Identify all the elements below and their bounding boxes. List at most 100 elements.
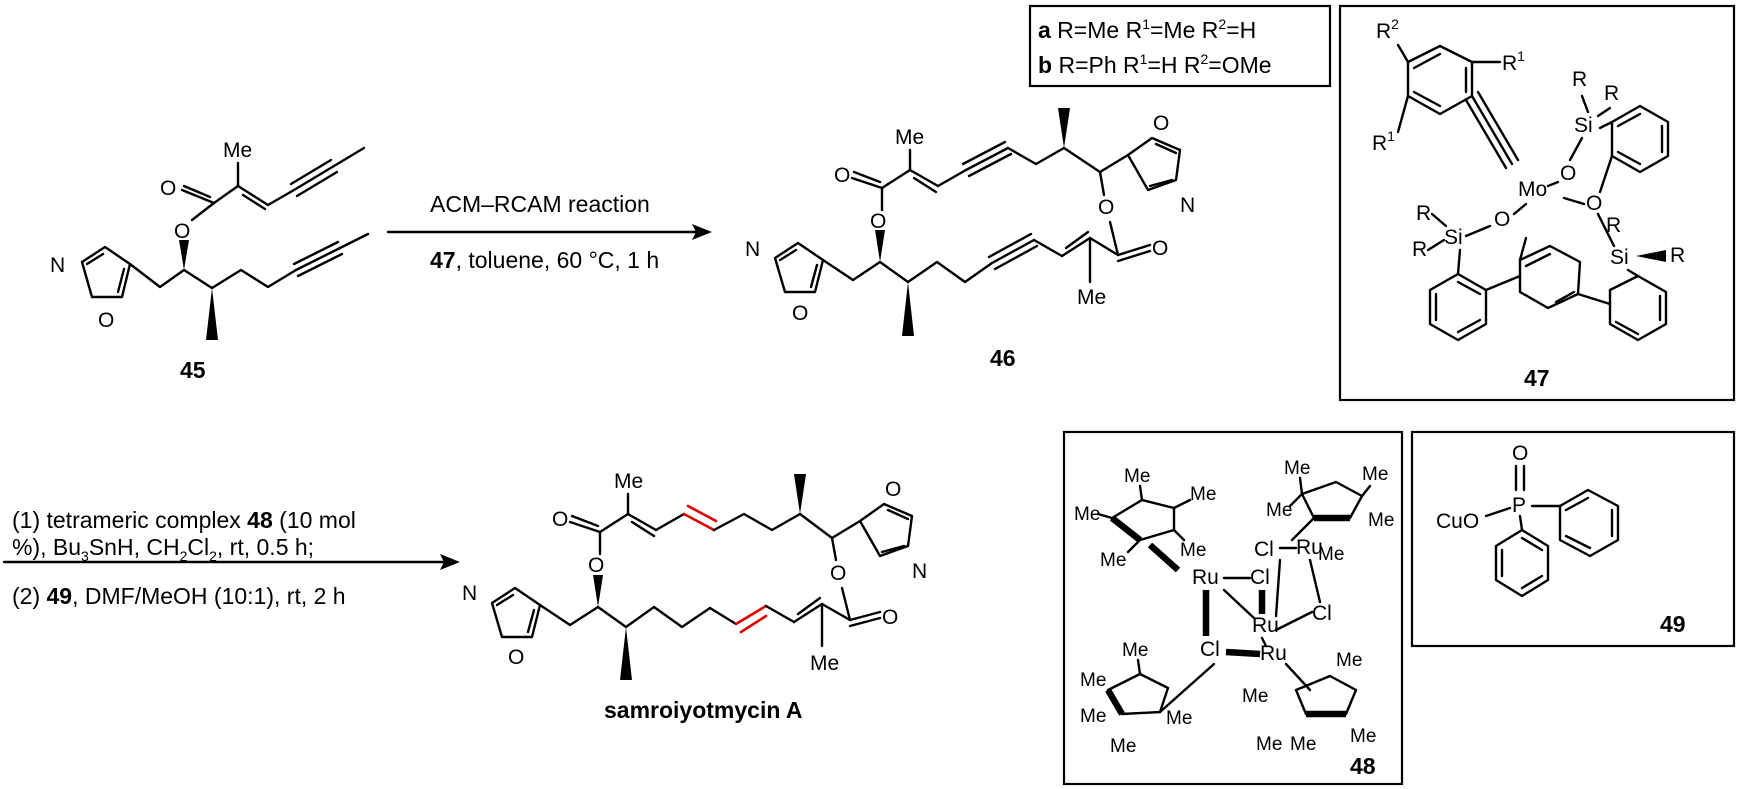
methyl-label: Me <box>1080 706 1106 727</box>
product-label: samroiyotmycin A <box>604 697 803 723</box>
silicon-label: Si <box>1610 246 1629 269</box>
samroiyotmycin-a-structure: N O Me O O O O Me <box>462 470 927 723</box>
ester-oxygen-label: O <box>830 562 846 585</box>
copper-oxide-label: CuO <box>1436 510 1479 533</box>
silicon-label: Si <box>1574 114 1593 137</box>
legend-row-b: b R=Ph R1=H R2=OMe <box>1038 51 1272 78</box>
methyl-label: Me <box>614 470 643 493</box>
methyl-label: Me <box>1242 686 1268 707</box>
complex-48-structure: Me Me Me Me Me Me Me Me Me Me Ru Cl Ru C… <box>1074 458 1394 779</box>
methyl-label: Me <box>1336 650 1362 671</box>
compound-45-label: 45 <box>180 357 206 383</box>
oxazole-nitrogen-label: N <box>1180 194 1195 217</box>
methyl-label: Me <box>1180 540 1206 561</box>
step2-condition-line1: (1) tetrameric complex 48 (10 mol <box>12 507 356 533</box>
methyl-label: Me <box>1362 464 1388 485</box>
chlorine-label: Cl <box>1200 638 1220 661</box>
carbonyl-oxygen-label: O <box>160 177 176 200</box>
carbonyl-oxygen-label: O <box>552 508 568 531</box>
complex-48-label: 48 <box>1350 753 1376 779</box>
oxazole-nitrogen-label: N <box>912 560 927 583</box>
molybdenum-label: Mo <box>1518 178 1547 201</box>
compound-46-label: 46 <box>990 345 1016 371</box>
oxazole-oxygen-label: O <box>508 646 524 669</box>
compound-45-structure: N O O O Me 45 <box>50 139 370 383</box>
methyl-label: Me <box>1110 736 1136 757</box>
oxazole-oxygen-label: O <box>1153 112 1169 135</box>
phosphoryl-oxygen-label: O <box>1512 442 1528 465</box>
methyl-label: Me <box>1166 708 1192 729</box>
methyl-label: Me <box>1077 286 1106 309</box>
r-substituent-label: R <box>1606 214 1621 237</box>
chlorine-label: Cl <box>1254 538 1274 561</box>
r-substituent-label: R <box>1412 238 1427 261</box>
ruthenium-label: Ru <box>1296 536 1323 559</box>
silicon-label: Si <box>1444 226 1463 249</box>
step1-condition-below: 47, toluene, 60 °C, 1 h <box>430 247 659 273</box>
compound-46-structure: N O Me O O O O Me <box>745 108 1195 371</box>
methyl-label: Me <box>1124 466 1150 487</box>
chlorine-label: Cl <box>1250 566 1270 589</box>
methyl-label: Me <box>1350 726 1376 747</box>
substituent-legend-box <box>1028 4 1332 88</box>
carbonyl-oxygen-label: O <box>882 606 898 629</box>
oxazole-nitrogen-label: N <box>745 238 760 261</box>
methyl-label: Me <box>810 652 839 675</box>
ruthenium-label: Ru <box>1192 566 1219 589</box>
r-substituent-label: R <box>1572 68 1587 91</box>
r-substituent-label: R <box>1416 202 1431 225</box>
catalyst-47-structure: R2 R1 R1 R R Si O Mo O O Si R R <box>1372 16 1685 391</box>
reagent-49-box <box>1410 430 1736 648</box>
methyl-label: Me <box>1256 734 1282 755</box>
phosphorus-label: P <box>1512 494 1526 517</box>
r1-substituent-label: R1 <box>1372 128 1395 155</box>
step2-condition-line3: (2) 49, DMF/MeOH (10:1), rt, 2 h <box>12 583 346 609</box>
methyl-label: Me <box>1122 640 1148 661</box>
step2-condition-line2: %), Bu3SnH, CH2Cl2, rt, 0.5 h; <box>12 534 314 564</box>
oxygen-label: O <box>1560 162 1576 185</box>
methyl-label: Me <box>223 139 252 162</box>
methyl-label: Me <box>1368 510 1394 531</box>
ester-oxygen-label: O <box>174 220 190 243</box>
r-substituent-label: R <box>1670 244 1685 267</box>
r1-substituent-label: R1 <box>1502 48 1525 75</box>
catalyst-47-label: 47 <box>1524 365 1550 391</box>
oxazole-nitrogen-label: N <box>462 582 477 605</box>
reagent-49-structure: O P CuO 49 <box>1436 442 1686 637</box>
methyl-label: Me <box>1074 504 1100 525</box>
reagent-49-label: 49 <box>1660 611 1686 637</box>
oxazole-oxygen-label: O <box>885 478 901 501</box>
step1-condition-rest: , toluene, 60 °C, 1 h <box>456 247 660 273</box>
methyl-label: Me <box>1080 670 1106 691</box>
chlorine-label: Cl <box>1312 602 1332 625</box>
ruthenium-label: Ru <box>1260 642 1287 665</box>
oxazole-oxygen-label: O <box>792 302 808 325</box>
oxygen-label: O <box>1494 208 1510 231</box>
carbonyl-oxygen-label: O <box>834 164 850 187</box>
ruthenium-label: Ru <box>1252 614 1279 637</box>
oxygen-label: O <box>1586 192 1602 215</box>
carbonyl-oxygen-label: O <box>1152 237 1168 260</box>
ester-oxygen-label: O <box>1098 196 1114 219</box>
ester-oxygen-label: O <box>588 554 604 577</box>
methyl-label: Me <box>1318 544 1344 565</box>
step1-catalyst-ref: 47 <box>430 247 456 273</box>
methyl-label: Me <box>1190 484 1216 505</box>
r2-substituent-label: R2 <box>1376 16 1399 43</box>
oxazole-oxygen-label: O <box>98 309 114 332</box>
ester-oxygen-label: O <box>870 210 886 233</box>
catalyst-47-box <box>1338 4 1736 402</box>
reaction-arrow-2 <box>2 554 460 570</box>
methyl-label: Me <box>895 126 924 149</box>
methyl-label: Me <box>1284 458 1310 479</box>
methyl-label: Me <box>1290 734 1316 755</box>
legend-row-a: a R=Me R1=Me R2=H <box>1038 16 1256 43</box>
step1-condition-above: ACM–RCAM reaction <box>430 191 650 217</box>
oxazole-nitrogen-label: N <box>50 254 65 277</box>
methyl-label: Me <box>1100 550 1126 571</box>
reaction-arrow-1 <box>386 224 712 240</box>
methyl-label: Me <box>1266 500 1292 521</box>
complex-48-box <box>1062 430 1404 786</box>
r-substituent-label: R <box>1604 82 1619 105</box>
